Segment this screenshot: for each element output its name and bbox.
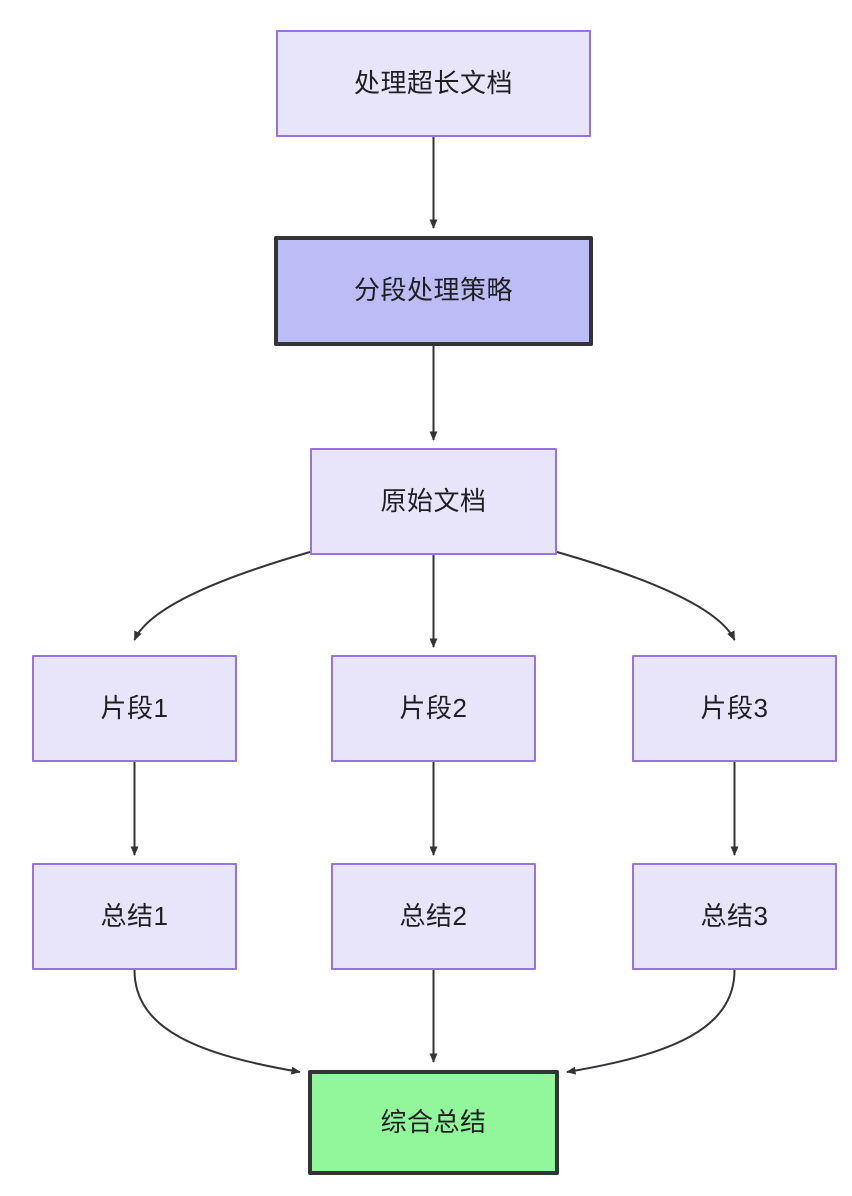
flow-node-n2[interactable]: 分段处理策略 bbox=[274, 236, 593, 346]
flow-node-n6[interactable]: 片段3 bbox=[632, 655, 837, 762]
flow-node-label: 原始文档 bbox=[380, 485, 487, 516]
flow-node-n7[interactable]: 总结1 bbox=[32, 863, 237, 970]
flow-node-label: 处理超长文档 bbox=[353, 67, 513, 98]
flow-node-n4[interactable]: 片段1 bbox=[32, 655, 237, 762]
flow-node-label: 分段处理策略 bbox=[353, 275, 513, 306]
flow-node-n10[interactable]: 综合总结 bbox=[308, 1070, 559, 1175]
flow-node-n5[interactable]: 片段2 bbox=[331, 655, 536, 762]
flow-node-label: 综合总结 bbox=[380, 1106, 487, 1137]
flow-edge-n3-to-n4 bbox=[133, 551, 311, 641]
flow-node-label: 片段3 bbox=[700, 692, 769, 723]
flow-node-label: 总结1 bbox=[100, 900, 169, 931]
flow-node-label: 总结2 bbox=[399, 900, 468, 931]
flow-edge-n3-to-n6 bbox=[556, 551, 736, 641]
flow-node-n1[interactable]: 处理超长文档 bbox=[276, 30, 591, 137]
flow-node-label: 片段1 bbox=[100, 692, 169, 723]
flow-edge-n7-to-n10 bbox=[133, 969, 301, 1075]
flow-node-n3[interactable]: 原始文档 bbox=[310, 448, 557, 555]
flow-edge-n9-to-n10 bbox=[566, 969, 736, 1075]
flow-node-label: 总结3 bbox=[700, 900, 769, 931]
flow-node-label: 片段2 bbox=[399, 692, 468, 723]
flow-node-n9[interactable]: 总结3 bbox=[632, 863, 837, 970]
flow-node-n8[interactable]: 总结2 bbox=[331, 863, 536, 970]
